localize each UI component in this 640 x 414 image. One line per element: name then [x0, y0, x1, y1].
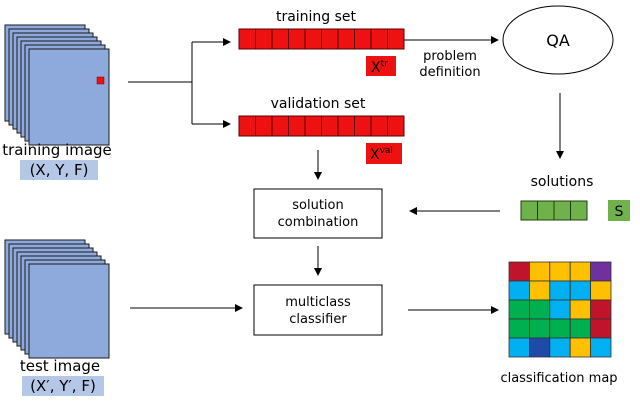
x-tr-badge: [366, 56, 396, 76]
classification-map-cell: [549, 318, 571, 339]
solution-combination-box: [253, 188, 383, 239]
training-set-cell: [271, 28, 289, 50]
classification-map-cell: [590, 318, 612, 339]
training-set-cell: [288, 28, 306, 50]
training-set-cell: [387, 28, 405, 50]
test-image-stack-icon: [4, 239, 110, 359]
classification-map-cell: [529, 318, 551, 339]
classification-map-cell: [549, 280, 571, 301]
training-set-cell: [337, 28, 355, 50]
training-image-label: training image: [2, 141, 112, 159]
training-set-cell: [238, 28, 256, 50]
training-image-layer: [28, 48, 110, 146]
validation-set-vector: [238, 115, 405, 137]
validation-set-cell: [271, 115, 289, 137]
classification-map-cell: [569, 318, 592, 339]
classification-map-cell: [529, 261, 551, 282]
solutions-vector: [520, 200, 588, 221]
solutions-label: solutions: [531, 174, 594, 190]
validation-set-cell: [288, 115, 306, 137]
multiclass-classifier-box: [253, 284, 383, 336]
training-image-stack-icon: [4, 24, 110, 146]
s-label: S: [615, 204, 624, 220]
validation-set-cell: [238, 115, 256, 137]
validation-set-cell: [255, 115, 273, 137]
classification-map-cell: [549, 337, 571, 358]
classification-map-cell: [508, 318, 530, 339]
validation-set-cell: [370, 115, 388, 137]
training-set-cell: [354, 28, 372, 50]
classification-map-cell: [590, 337, 612, 358]
classification-map-cell: [569, 280, 592, 301]
solutions-cell: [553, 200, 571, 221]
classification-map-cell: [529, 337, 551, 358]
classification-map-cell: [549, 261, 571, 282]
classification-map-label: classification map: [500, 371, 617, 386]
test-tuple-label: (X′, Y′, F): [30, 377, 96, 395]
test-image-label: test image: [20, 357, 100, 375]
x-val-badge: [366, 143, 402, 164]
training-set-cell: [321, 28, 339, 50]
validation-set-cell: [354, 115, 372, 137]
solutions-cell: [520, 200, 538, 221]
x-val-label: Xval: [370, 146, 393, 163]
classification-map-cell: [508, 261, 530, 282]
qa-node: [502, 5, 614, 75]
classification-map-cell: [590, 280, 612, 301]
test-image-layer: [28, 263, 110, 359]
classification-map-cell: [508, 337, 530, 358]
classification-map-cell: [508, 280, 530, 301]
classification-map-cell: [549, 299, 571, 320]
classification-map-grid: [508, 261, 612, 358]
classification-map-cell: [590, 261, 612, 282]
training-set-cell: [255, 28, 273, 50]
classification-map-cell: [508, 299, 530, 320]
classification-map-cell: [529, 280, 551, 301]
training-set-cell: [370, 28, 388, 50]
selected-pixel-icon: [96, 76, 105, 85]
training-set-cell: [304, 28, 322, 50]
validation-set-cell: [387, 115, 405, 137]
classification-map-cell: [590, 299, 612, 320]
solutions-cell: [537, 200, 555, 221]
validation-set-label: validation set: [271, 96, 366, 112]
x-tr-label: Xtr: [371, 59, 388, 76]
classification-map-cell: [569, 337, 592, 358]
training-tuple-label: (X, Y, F): [30, 161, 89, 179]
qa-label: QA: [546, 31, 570, 50]
test-tuple-background: [22, 376, 104, 396]
s-badge: [608, 200, 630, 221]
solutions-cell: [570, 200, 588, 221]
validation-set-cell: [304, 115, 322, 137]
validation-set-cell: [337, 115, 355, 137]
classification-map-cell: [569, 299, 592, 320]
training-set-vector: [238, 28, 405, 50]
classification-map-cell: [569, 261, 592, 282]
training-set-label: training set: [276, 9, 357, 25]
classification-map-cell: [529, 299, 551, 320]
training-tuple-background: [20, 160, 98, 180]
validation-set-cell: [321, 115, 339, 137]
split-connector: [128, 38, 231, 128]
